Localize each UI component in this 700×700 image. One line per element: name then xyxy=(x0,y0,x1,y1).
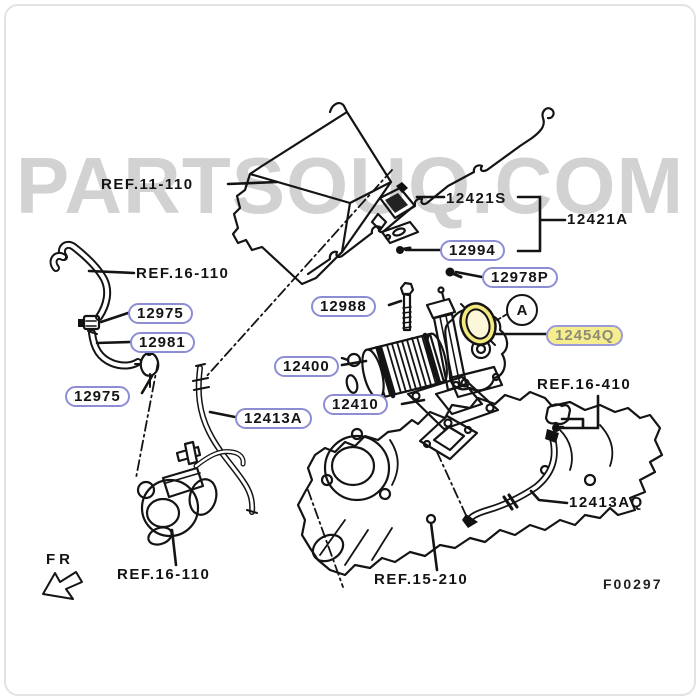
label-ref-16-110-top[interactable]: REF.16-110 xyxy=(136,265,230,282)
center-dash-lines xyxy=(135,169,471,588)
rocker-cover-drawing xyxy=(231,102,393,286)
label-12410[interactable]: 12410 xyxy=(323,394,388,415)
egr-bolt-drawing xyxy=(399,281,415,332)
label-ref-11-110[interactable]: REF.11-110 xyxy=(101,176,194,193)
fr-direction-label: FR xyxy=(46,551,74,568)
label-12454q-highlighted[interactable]: 12454Q xyxy=(546,325,624,346)
intake-manifold-drawing xyxy=(296,390,664,577)
leader-lines xyxy=(87,180,600,572)
label-12421s[interactable]: 12421S xyxy=(446,190,507,207)
egr-pipe-12413aq-drawing xyxy=(462,429,559,528)
label-12400[interactable]: 12400 xyxy=(274,356,339,377)
detail-a-marker: A xyxy=(506,294,538,326)
label-12981[interactable]: 12981 xyxy=(130,332,195,353)
label-12975-lower[interactable]: 12975 xyxy=(65,386,130,407)
label-12978p[interactable]: 12978P xyxy=(482,267,558,288)
label-12988[interactable]: 12988 xyxy=(311,296,376,317)
egr-gasket-highlighted-drawing[interactable] xyxy=(455,298,501,349)
label-ref-16-110-bottom[interactable]: REF.16-110 xyxy=(117,566,211,583)
label-12421a[interactable]: 12421A xyxy=(567,211,629,228)
label-12994[interactable]: 12994 xyxy=(440,240,505,261)
frame-border xyxy=(4,4,696,696)
egr-plate-gasket-drawing xyxy=(406,375,500,431)
solenoid-valve-drawing xyxy=(370,182,463,279)
label-12413a[interactable]: 12413A xyxy=(235,408,312,429)
fr-direction-arrow-icon xyxy=(42,571,83,600)
throttle-body-drawing xyxy=(136,440,246,546)
label-12975-upper[interactable]: 12975 xyxy=(128,303,193,324)
label-ref-16-410[interactable]: REF.16-410 xyxy=(537,376,632,393)
harness-drawing xyxy=(306,107,555,276)
figure-code: F00297 xyxy=(603,576,663,592)
pipe-12413a-drawing xyxy=(192,363,258,515)
label-12413aq[interactable]: 12413AQ xyxy=(569,494,644,511)
label-ref-15-210[interactable]: REF.15-210 xyxy=(374,571,469,588)
